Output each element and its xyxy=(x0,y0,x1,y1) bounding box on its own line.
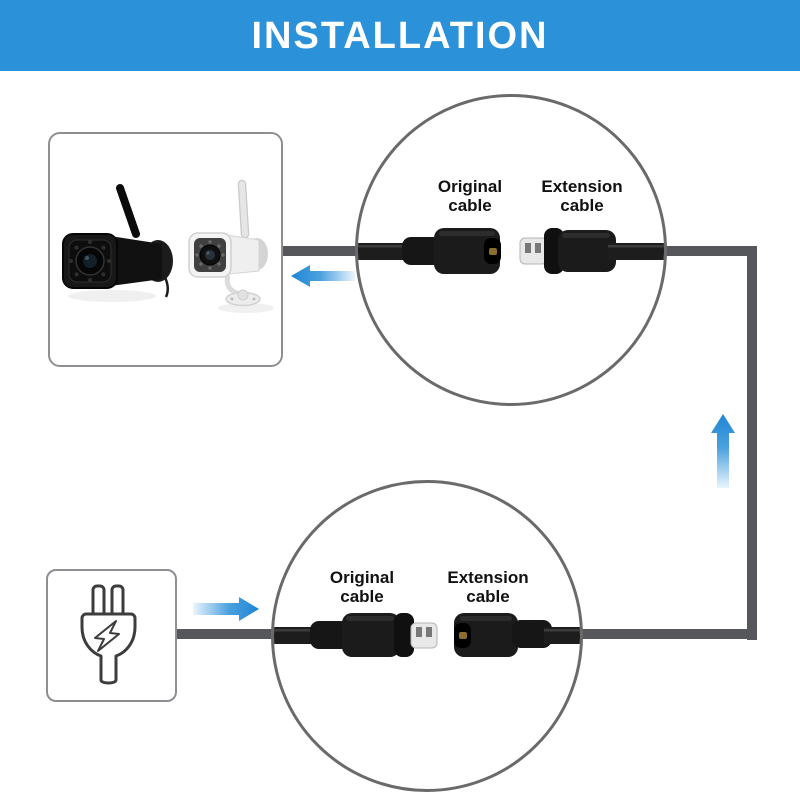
bottom-detail-circle: Original cable Extension cable xyxy=(271,480,583,792)
original-cable-male-connector xyxy=(274,613,438,657)
security-cameras-icon xyxy=(62,179,274,313)
original-cable-female-connector xyxy=(358,228,501,274)
header-banner: INSTALLATION xyxy=(0,0,800,71)
extension-cable-female-connector xyxy=(454,613,580,657)
top-detail-circle: Original cable Extension cable xyxy=(355,94,667,406)
bottom-extension-cable-label: Extension cable xyxy=(447,568,529,606)
top-connectors-illustration xyxy=(358,228,664,274)
bottom-original-cable-label: Original cable xyxy=(329,568,395,606)
arrow-right-icon xyxy=(193,597,259,621)
white-camera-illustration xyxy=(188,179,268,307)
page-title: INSTALLATION xyxy=(251,14,549,57)
top-original-cable-label: Original cable xyxy=(437,177,503,215)
cable-segment-vertical xyxy=(747,246,757,640)
arrow-left-icon xyxy=(291,265,355,287)
black-camera-illustration xyxy=(62,184,173,298)
arrow-up-icon xyxy=(711,414,735,488)
power-plug-icon xyxy=(80,584,137,685)
power-panel xyxy=(46,569,177,702)
bottom-connectors-illustration xyxy=(274,613,580,657)
extension-cable-male-connector xyxy=(519,228,664,274)
top-extension-cable-label: Extension cable xyxy=(541,177,623,215)
camera-panel xyxy=(48,132,283,367)
